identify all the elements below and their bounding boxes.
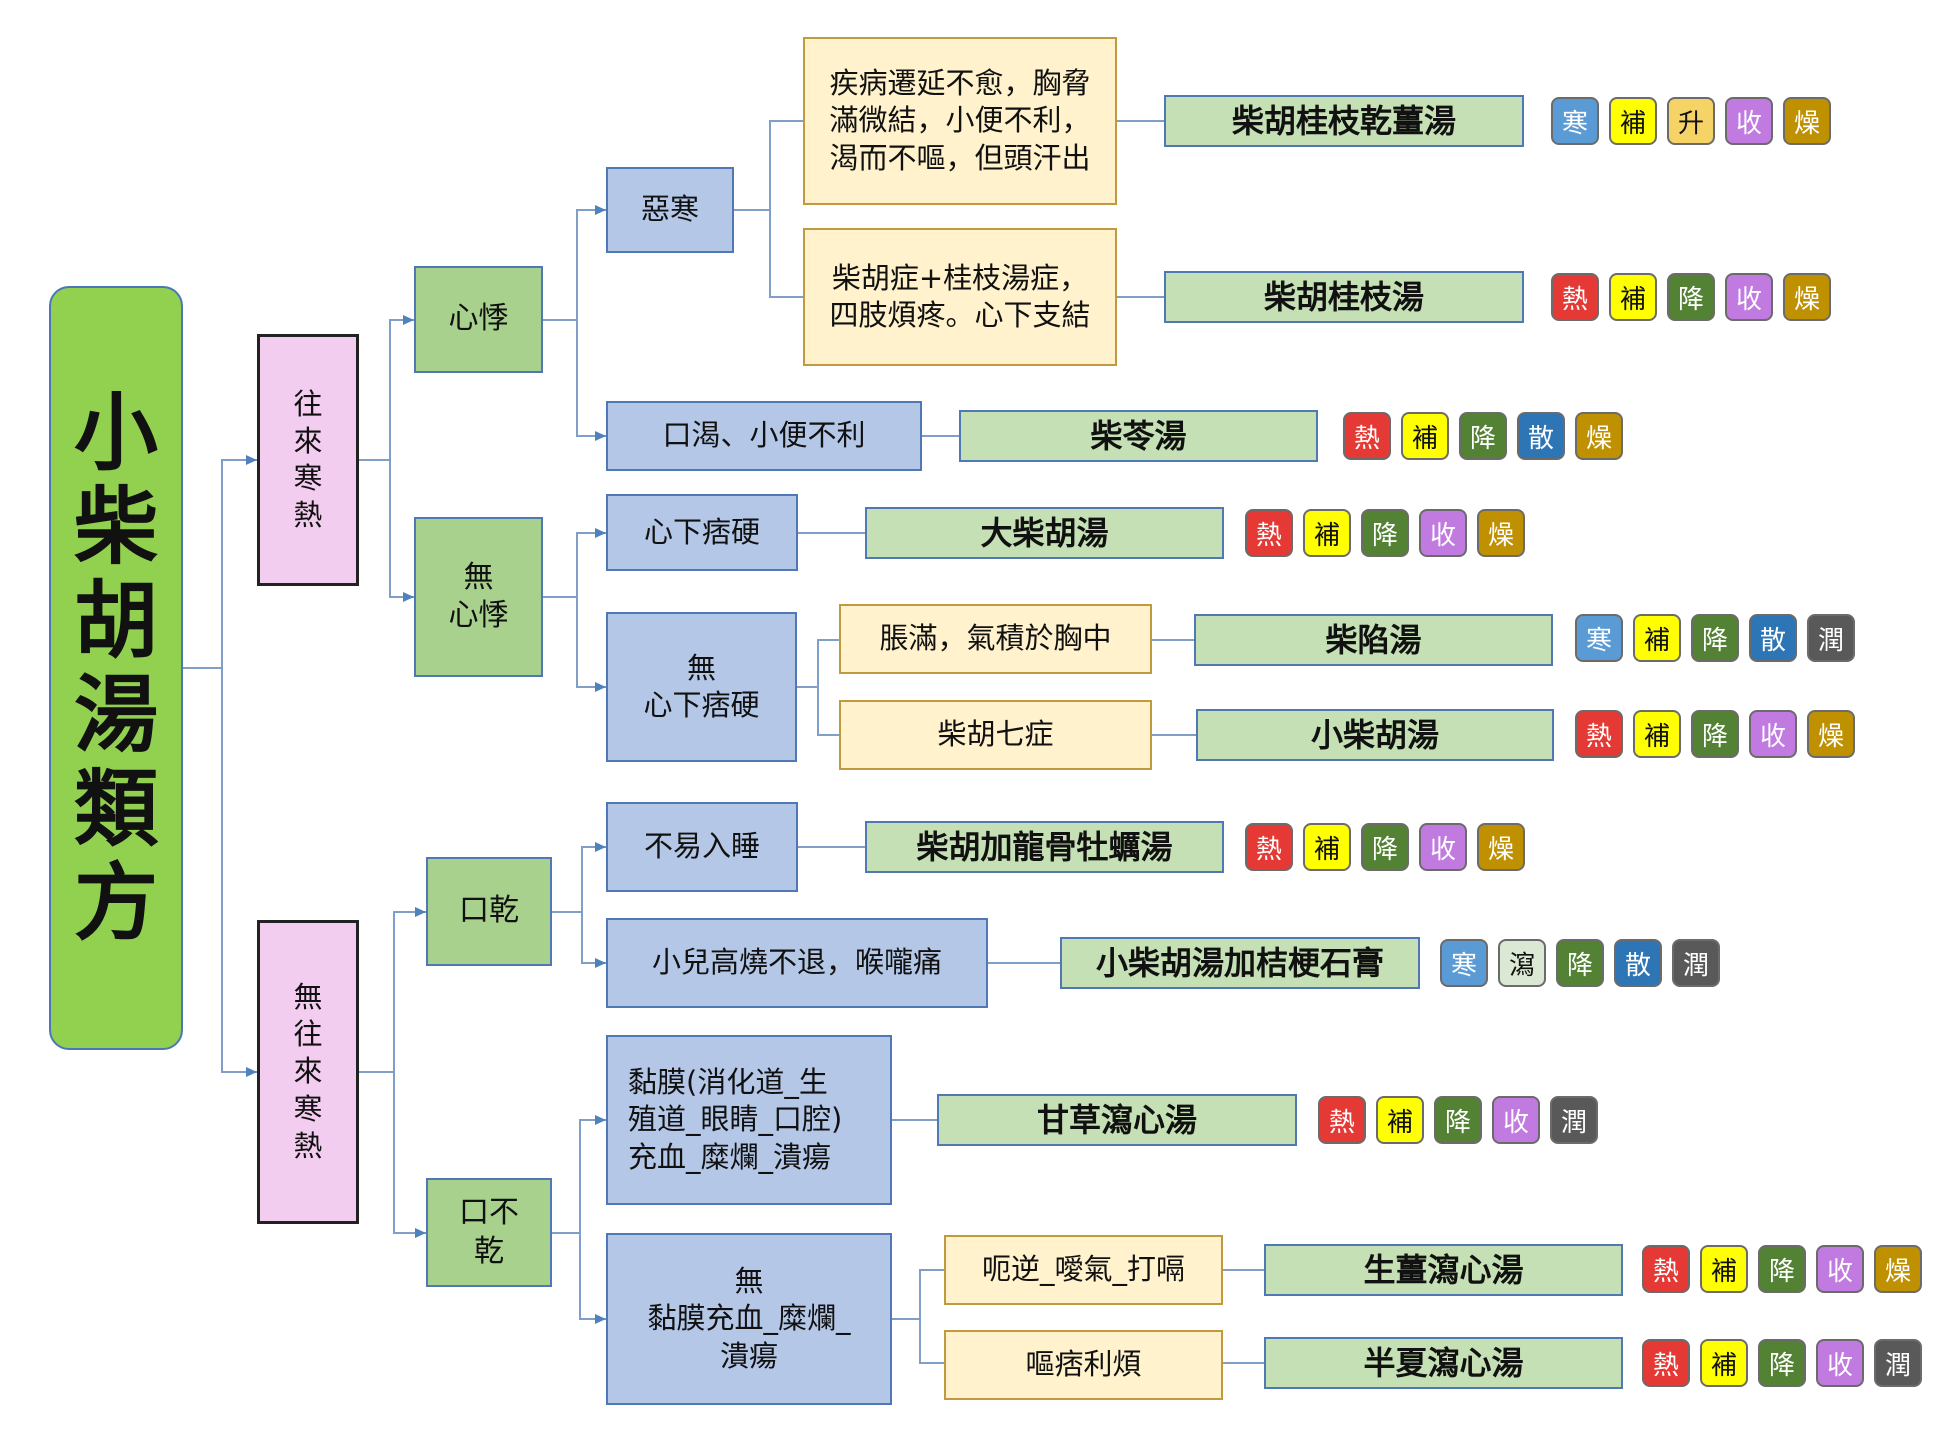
property-tag: 熱: [1575, 710, 1623, 758]
property-tag: 潤: [1874, 1339, 1922, 1387]
node-child-fever: 小兒高燒不退，喉嚨痛: [606, 918, 988, 1008]
node-thirst-urine: 口渴、小便不利: [606, 401, 922, 471]
property-tag: 潤: [1672, 939, 1720, 987]
formula-box: 柴胡桂枝乾薑湯: [1164, 95, 1524, 147]
property-tag: 熱: [1642, 1339, 1690, 1387]
property-tag: 熱: [1642, 1245, 1690, 1293]
symptom-guizhi: 柴胡症+桂枝湯症， 四肢煩疼。心下支結: [803, 228, 1117, 366]
property-tag: 熱: [1245, 509, 1293, 557]
property-tag: 寒: [1575, 614, 1623, 662]
node-insomnia: 不易入睡: [606, 802, 798, 892]
symptom-hiccup: 呃逆_噯氣_打嗝: [944, 1235, 1223, 1305]
node-mucosa: 黏膜(消化道_生 殖道_眼睛_口腔) 充血_糜爛_潰瘍: [606, 1035, 892, 1205]
node-no-epigastric-hardness: 無 心下痞硬: [606, 612, 797, 762]
symptom-seven: 柴胡七症: [839, 700, 1152, 770]
formula-box: 小柴胡湯: [1196, 709, 1554, 761]
property-tag: 潤: [1807, 614, 1855, 662]
property-tag: 降: [1434, 1096, 1482, 1144]
formula-box: 柴胡桂枝湯: [1164, 271, 1524, 323]
property-tag: 補: [1609, 273, 1657, 321]
property-tag: 降: [1459, 412, 1507, 460]
formula-box: 大柴胡湯: [865, 507, 1224, 559]
property-tag: 降: [1361, 509, 1409, 557]
node-palpitation: 心悸: [414, 266, 543, 373]
property-tag: 燥: [1783, 273, 1831, 321]
property-tag: 收: [1419, 823, 1467, 871]
property-tag: 寒: [1440, 939, 1488, 987]
property-tag: 降: [1758, 1245, 1806, 1293]
root-title: 小 柴 胡 湯 類 方: [49, 286, 183, 1050]
symptom-lingering: 疾病遷延不愈，胸脅 滿微結，小便不利， 渴而不嘔，但頭汗出: [803, 37, 1117, 205]
property-tag: 收: [1725, 97, 1773, 145]
property-tag: 寒: [1551, 97, 1599, 145]
property-tag: 收: [1725, 273, 1773, 321]
node-no-alternating-chills-fever: 無 往 來 寒 熱: [257, 920, 359, 1224]
node-aversion-to-cold: 惡寒: [606, 167, 734, 253]
property-tag: 散: [1749, 614, 1797, 662]
property-tag: 散: [1614, 939, 1662, 987]
property-tag: 瀉: [1498, 939, 1546, 987]
property-tag: 降: [1361, 823, 1409, 871]
formula-box: 生薑瀉心湯: [1264, 1244, 1623, 1296]
formula-box: 小柴胡湯加桔梗石膏: [1060, 937, 1420, 989]
formula-box: 柴胡加龍骨牡蠣湯: [865, 821, 1224, 873]
node-no-mucosa: 無 黏膜充血_糜爛_ 潰瘍: [606, 1233, 892, 1405]
property-tag: 補: [1700, 1245, 1748, 1293]
formula-box: 柴陷湯: [1194, 614, 1553, 666]
property-tag: 補: [1633, 614, 1681, 662]
node-epigastric-hardness: 心下痞硬: [606, 494, 798, 571]
property-tag: 熱: [1245, 823, 1293, 871]
property-tag: 補: [1609, 97, 1657, 145]
node-alternating-chills-fever: 往 來 寒 熱: [257, 334, 359, 586]
node-no-palpitation: 無 心悸: [414, 517, 543, 677]
formula-box: 甘草瀉心湯: [937, 1094, 1297, 1146]
property-tag: 收: [1816, 1245, 1864, 1293]
node-dry-mouth: 口乾: [426, 857, 552, 966]
symptom-vomit: 嘔痞利煩: [944, 1330, 1223, 1400]
property-tag: 降: [1667, 273, 1715, 321]
property-tag: 升: [1667, 97, 1715, 145]
property-tag: 潤: [1550, 1096, 1598, 1144]
property-tag: 補: [1376, 1096, 1424, 1144]
property-tag: 燥: [1477, 823, 1525, 871]
property-tag: 補: [1633, 710, 1681, 758]
property-tag: 補: [1303, 823, 1351, 871]
property-tag: 燥: [1575, 412, 1623, 460]
property-tag: 燥: [1807, 710, 1855, 758]
property-tag: 熱: [1318, 1096, 1366, 1144]
property-tag: 收: [1492, 1096, 1540, 1144]
property-tag: 收: [1419, 509, 1467, 557]
property-tag: 補: [1401, 412, 1449, 460]
property-tag: 收: [1749, 710, 1797, 758]
property-tag: 收: [1816, 1339, 1864, 1387]
property-tag: 熱: [1343, 412, 1391, 460]
property-tag: 降: [1758, 1339, 1806, 1387]
property-tag: 熱: [1551, 273, 1599, 321]
formula-box: 柴苓湯: [959, 410, 1318, 462]
formula-box: 半夏瀉心湯: [1264, 1337, 1623, 1389]
property-tag: 燥: [1874, 1245, 1922, 1293]
node-no-dry-mouth: 口不 乾: [426, 1178, 552, 1287]
property-tag: 降: [1691, 710, 1739, 758]
property-tag: 降: [1691, 614, 1739, 662]
property-tag: 補: [1700, 1339, 1748, 1387]
property-tag: 散: [1517, 412, 1565, 460]
property-tag: 降: [1556, 939, 1604, 987]
symptom-bloating: 脹滿，氣積於胸中: [839, 604, 1152, 674]
property-tag: 燥: [1477, 509, 1525, 557]
property-tag: 補: [1303, 509, 1351, 557]
property-tag: 燥: [1783, 97, 1831, 145]
